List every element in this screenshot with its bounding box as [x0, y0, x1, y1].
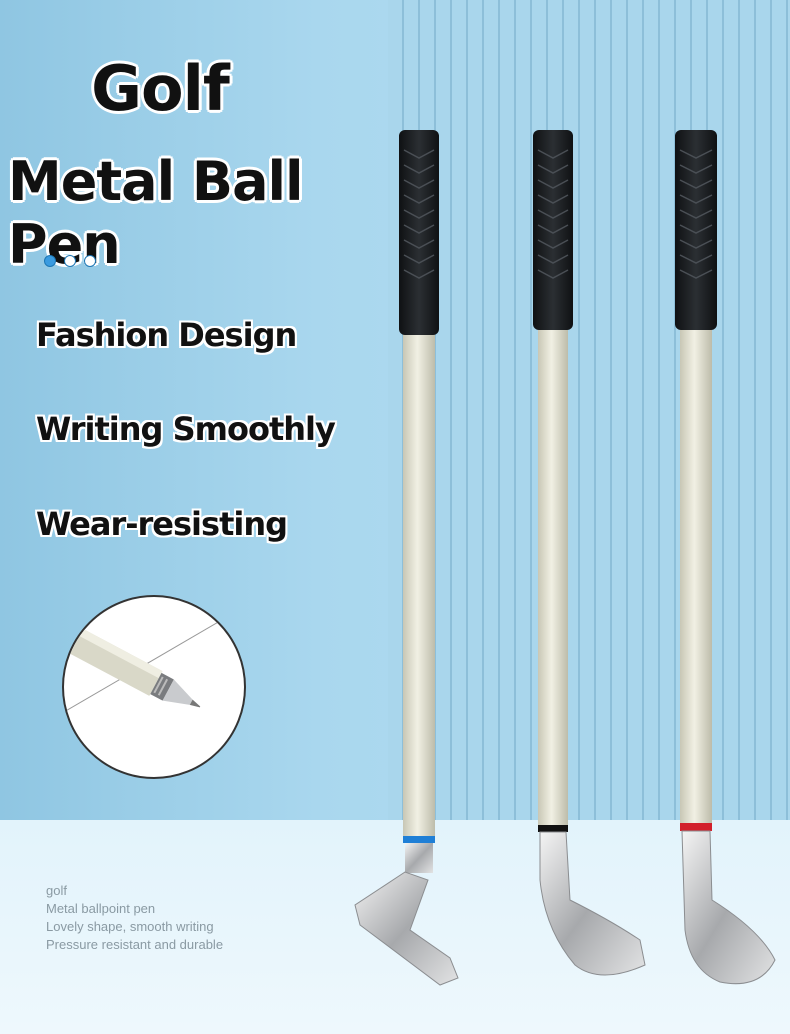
caption-line-1: golf [46, 883, 67, 898]
caption-line-2: Metal ballpoint pen [46, 901, 156, 916]
ring-blue [403, 836, 435, 843]
slide-indicator [44, 255, 96, 267]
title-metal-ball-pen: Metal Ball Pen [8, 150, 304, 276]
pen-putter [354, 130, 459, 986]
indicator-dot-3[interactable] [84, 255, 96, 267]
caption-line-4: Pressure resistant and durable [46, 937, 224, 952]
caption-line-3: Lovely shape, smooth writing [46, 919, 214, 934]
ring-black [538, 825, 568, 832]
feature-writing-smoothly: Writing Smoothly [36, 410, 336, 448]
feature-fashion-design: Fashion Design [36, 316, 297, 354]
product-caption: golf Metal ballpoint pen Lovely shape, s… [46, 882, 223, 954]
pen-wood [675, 130, 776, 985]
indicator-dot-2[interactable] [64, 255, 76, 267]
striped-backdrop [388, 0, 790, 820]
ring-red [680, 823, 712, 831]
feature-wear-resisting: Wear-resisting [36, 505, 288, 543]
pen-iron [533, 130, 646, 976]
indicator-dot-1[interactable] [44, 255, 56, 267]
pen-tip-closeup [62, 595, 246, 779]
title-golf: Golf [91, 52, 230, 125]
